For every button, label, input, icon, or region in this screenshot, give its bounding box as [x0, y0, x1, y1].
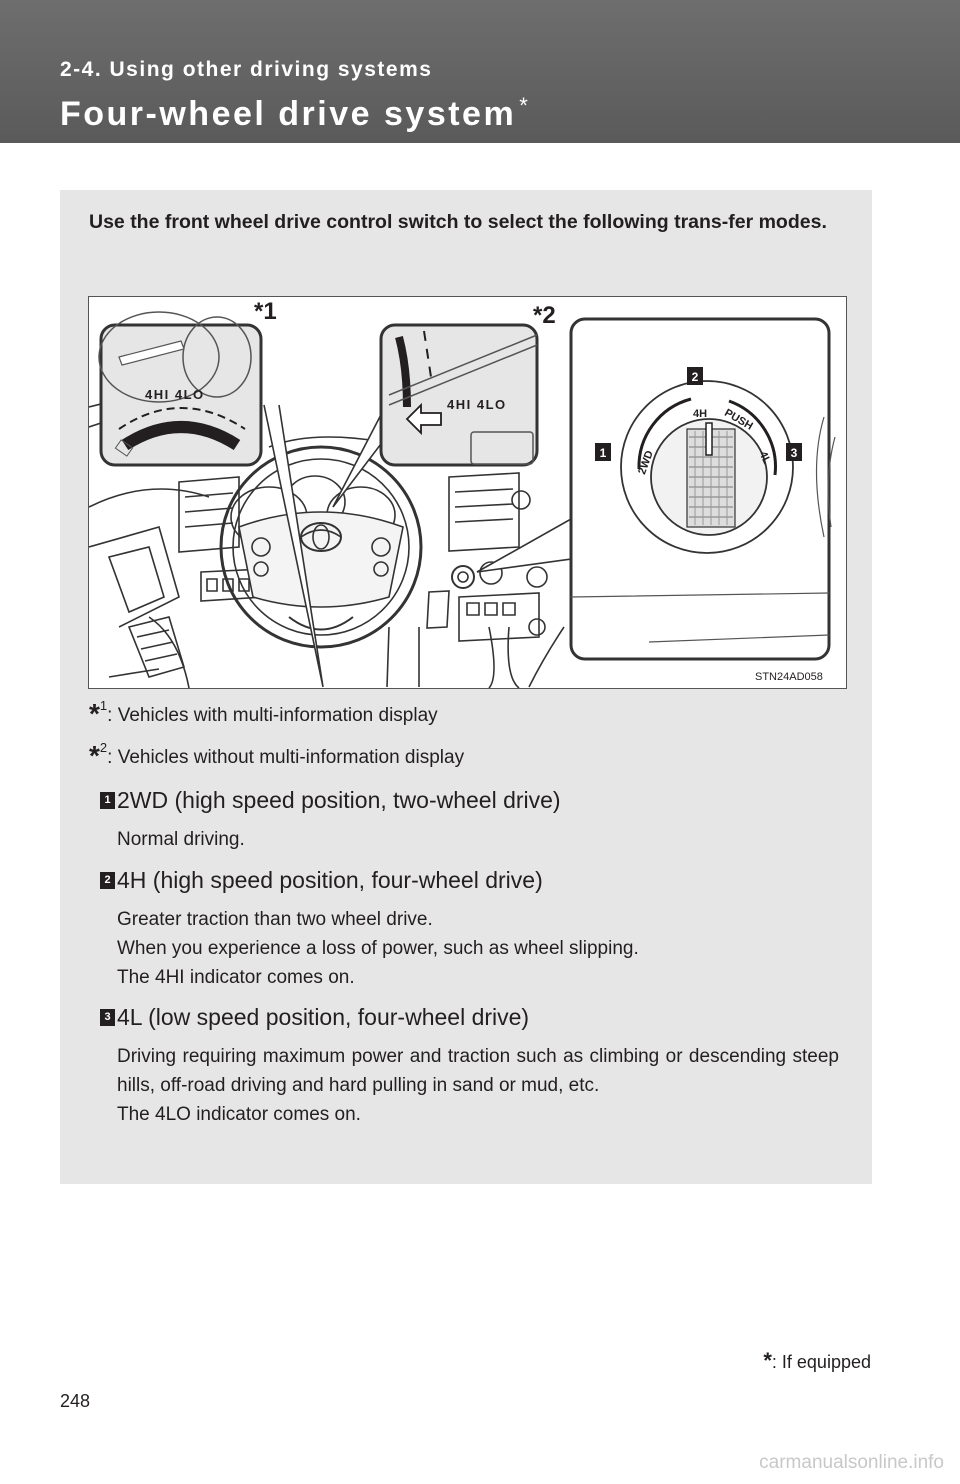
gauge-label-right: 4HI 4LO — [447, 397, 507, 412]
dashboard-drawing: *1 *2 4HI 4LO 4HI 4LO 2WD 4H PUSH 4L 1 2… — [89, 298, 836, 688]
if-equipped-mark: * — [519, 93, 531, 118]
dashboard-illustration: *1 *2 4HI 4LO 4HI 4LO 2WD 4H PUSH 4L 1 2… — [88, 296, 847, 689]
note-2-text: : Vehicles without multi-information dis… — [107, 747, 465, 769]
mode-4h-description: Greater traction than two wheel drive. W… — [117, 905, 839, 992]
mode-4l-badge: 3 — [100, 1009, 115, 1026]
watermark: carmanualsonline.info — [759, 1452, 944, 1473]
illustration-code: STN24AD058 — [755, 671, 823, 683]
note-2-mark: * — [89, 740, 100, 771]
mode-4l-line: The 4LO indicator comes on. — [117, 1104, 361, 1125]
page-number: 248 — [60, 1391, 91, 1411]
page-title: Four-wheel drive system* — [60, 93, 531, 134]
figure-badge-3 — [786, 443, 802, 461]
mode-4h-line: Greater traction than two wheel drive. — [117, 909, 433, 930]
mode-2wd-title: 2WD (high speed position, two-wheel driv… — [117, 787, 561, 813]
figure-badge-3-text: 3 — [791, 446, 798, 460]
footnote-mark: * — [763, 1348, 772, 1373]
page-header: 2-4. Using other driving systems Four-wh… — [0, 0, 960, 143]
mode-4h-line: The 4HI indicator comes on. — [117, 967, 355, 988]
mode-4h-badge: 2 — [100, 872, 115, 889]
figure-badge-1-text: 1 — [600, 446, 607, 460]
callout-2-mark: *2 — [533, 302, 556, 329]
mode-4h-line: When you experience a loss of power, suc… — [117, 938, 639, 959]
mode-4l-line: Driving requiring maximum power and trac… — [117, 1046, 839, 1096]
note-2-number: 2 — [99, 739, 108, 755]
note-1: *1: Vehicles with multi-information disp… — [89, 697, 438, 732]
figure-badge-1 — [595, 443, 611, 461]
mode-2wd-description: Normal driving. — [117, 825, 839, 854]
figure-badge-2 — [687, 367, 703, 385]
callout-2-inset — [332, 323, 539, 508]
switch-detail-inset — [569, 317, 836, 661]
mode-4h-title: 4H (high speed position, four-wheel driv… — [117, 867, 543, 893]
mode-2wd-line: Normal driving. — [117, 829, 245, 850]
callout-1-mark: *1 — [254, 298, 277, 325]
mode-4l-title: 4L (low speed position, four-wheel drive… — [117, 1004, 530, 1030]
footnote-text: : If equipped — [771, 1352, 871, 1372]
intro-text: Use the front wheel drive control switch… — [89, 211, 827, 233]
dial-4l-label: 4L — [757, 450, 773, 467]
if-equipped-footnote: *: If equipped — [763, 1348, 871, 1374]
note-1-mark: * — [89, 698, 100, 729]
page-title-text: Four-wheel drive system — [60, 95, 517, 133]
mode-2wd-badge: 1 — [100, 792, 115, 809]
figure-badge-2-text: 2 — [692, 370, 699, 384]
note-2: *2: Vehicles without multi-information d… — [89, 739, 465, 774]
note-1-number: 1 — [99, 697, 108, 713]
dial-4h-label: 4H — [693, 408, 707, 420]
gauge-label-left: 4HI 4LO — [145, 387, 205, 402]
section-label: 2-4. Using other driving systems — [60, 58, 433, 81]
mode-4l-description: Driving requiring maximum power and trac… — [117, 1042, 839, 1129]
callout-1-inset — [98, 311, 324, 688]
note-1-text: : Vehicles with multi-information displa… — [107, 705, 438, 727]
